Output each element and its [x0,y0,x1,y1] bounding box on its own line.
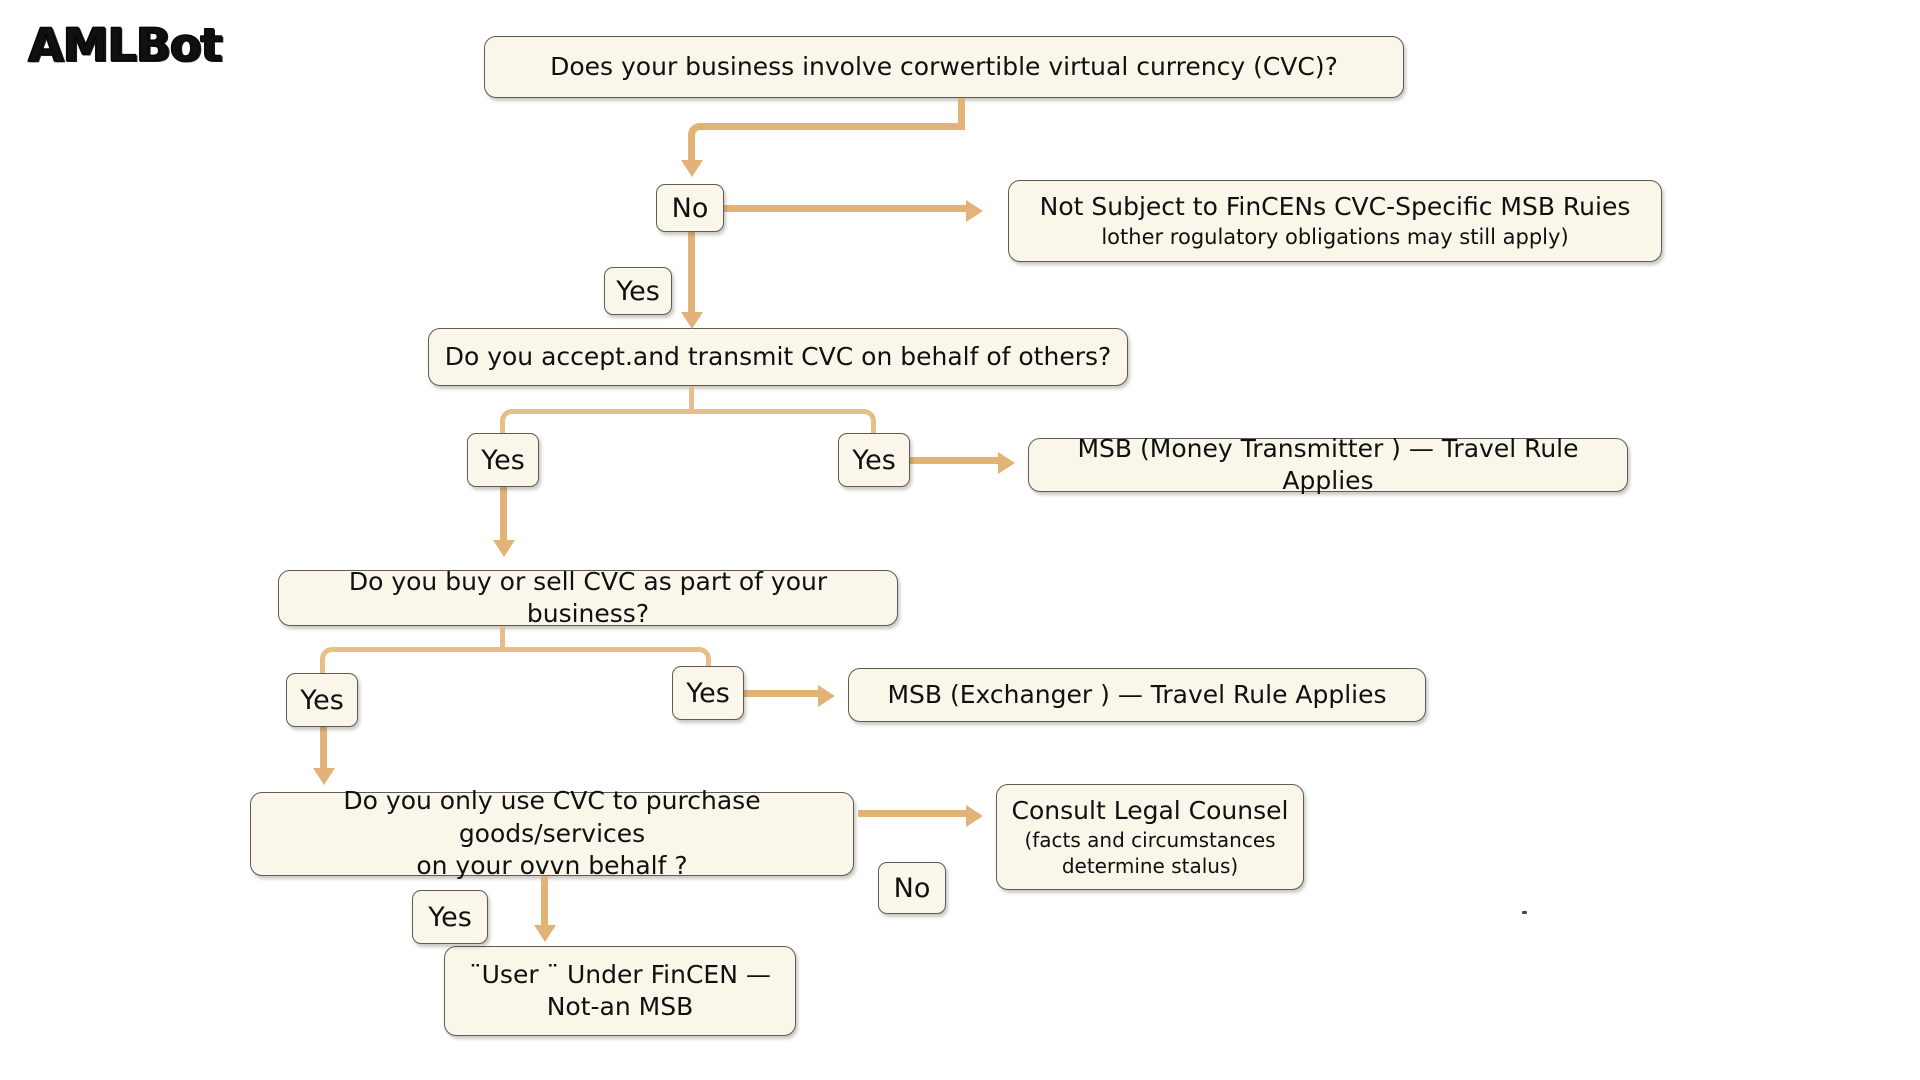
edge-q3-yes-to-result3 [744,690,820,697]
edge-label-q3-yes-right-text: Yes [686,677,730,709]
decision-node-buy-sell-label: Do you buy or sell CVC as part of your b… [348,566,828,629]
decision-node-own-behalf-line2: on your ovvn behalf ? [416,851,688,881]
edge-q2-stem [689,386,694,412]
edge-label-q3-yes-left-text: Yes [300,684,344,716]
edge-label-q4-no-text: No [893,872,931,904]
edge-label-q2-yes-left-text: Yes [481,444,525,476]
edge-label-q1-yes-text: Yes [616,275,660,307]
edge-label-q3-yes-right: Yes [672,666,744,720]
terminal-node-not-subject-line2: lother rogulatory obligations may still … [1101,224,1569,249]
edge-q1-elbow [688,123,961,147]
terminal-node-msb-exchanger-line1: MSB (Exchanger ) — Travel Rule Applies [887,679,1387,709]
edge-q4-to-counsel-arrowhead [966,805,983,827]
edge-q2-yes-to-result2-arrowhead [998,452,1015,474]
edge-q1-to-no-arrowhead [681,160,703,177]
edge-q4-to-counsel [858,810,968,817]
edge-q3-split-right [500,647,711,669]
edge-label-q2-yes-left: Yes [467,433,539,487]
terminal-node-msb-exchanger: MSB (Exchanger ) — Travel Rule Applies [848,668,1426,722]
terminal-node-user-not-msb-line1: ¨User ¨ Under FinCEN — [469,959,771,989]
terminal-node-not-subject: Not Subject to FinCENs CVC-Specific MSB … [1008,180,1662,262]
terminal-node-consult-legal-counsel: Consult Legal Counsel (facts and circums… [996,784,1304,890]
decision-node-accept-transmit-label: Do you accept.and transmit CVC on behalf… [444,341,1112,371]
edge-label-q1-yes: Yes [604,267,672,315]
terminal-node-consult-legal-counsel-line1: Consult Legal Counsel [1011,795,1289,825]
edge-q4-yes-to-result5-arrowhead [534,925,556,942]
edge-q3-split-left [320,647,503,669]
decision-node-cvc-involvement: Does your business involve corwertible v… [484,36,1404,98]
edge-no-to-result1-arrowhead [966,200,983,222]
image-artifact-speck [1522,911,1527,914]
edge-q1-stem [958,98,965,130]
edge-q1-yes-stem [688,232,695,268]
edge-label-q2-yes-right: Yes [838,433,910,487]
edge-q3-yes-to-q4-arrowhead [313,768,335,785]
amlbot-logo: AMLBot [27,18,222,73]
edge-label-q1-no-text: No [671,192,709,224]
edge-no-to-result1 [724,205,968,212]
edge-label-q4-yes: Yes [412,890,488,944]
edge-label-q1-no: No [656,184,724,232]
edge-label-q3-yes-left: Yes [286,673,358,727]
terminal-node-consult-legal-counsel-line2: (facts and circumstances determine stalu… [1024,828,1276,879]
edge-q2-yes-to-result2 [910,457,1000,464]
edge-q2-split-left [500,409,692,431]
terminal-node-msb-money-transmitter-line1: MSB (Money Transmitter ) — Travel Rule A… [1077,433,1579,496]
edge-q2-yes-to-q3 [500,487,507,547]
terminal-node-user-not-msb-line2: Not-an MSB [546,992,694,1021]
decision-node-accept-transmit: Do you accept.and transmit CVC on behalf… [428,328,1128,386]
decision-node-own-behalf: Do you only use CVC to purchase goods/se… [250,786,854,880]
decision-node-own-behalf-line1: Do you only use CVC to purchase goods/se… [343,786,761,848]
decision-node-buy-sell: Do you buy or sell CVC as part of your b… [278,567,898,628]
edge-q3-yes-to-result3-arrowhead [818,685,835,707]
edge-q3-yes-to-q4 [320,727,327,775]
decision-node-cvc-involvement-label: Does your business involve corwertible v… [550,51,1338,81]
terminal-node-user-not-msb: ¨User ¨ Under FinCEN — Not-an MSB [444,946,796,1036]
terminal-node-not-subject-line1: Not Subject to FinCENs CVC-Specific MSB … [1039,192,1631,222]
edge-label-q4-no: No [878,862,946,914]
edge-label-q4-yes-text: Yes [428,901,472,933]
edge-q1-to-no-drop [688,140,695,162]
edge-to-q2 [688,268,695,320]
edge-to-q2-arrowhead [681,312,703,329]
edge-q4-yes-to-result5 [541,876,548,932]
edge-q3-stem [500,626,505,650]
terminal-node-msb-money-transmitter: MSB (Money Transmitter ) — Travel Rule A… [1028,434,1628,495]
edge-q2-split-right [689,409,876,431]
edge-label-q2-yes-right-text: Yes [852,444,896,476]
edge-q2-yes-to-q3-arrowhead [493,540,515,557]
